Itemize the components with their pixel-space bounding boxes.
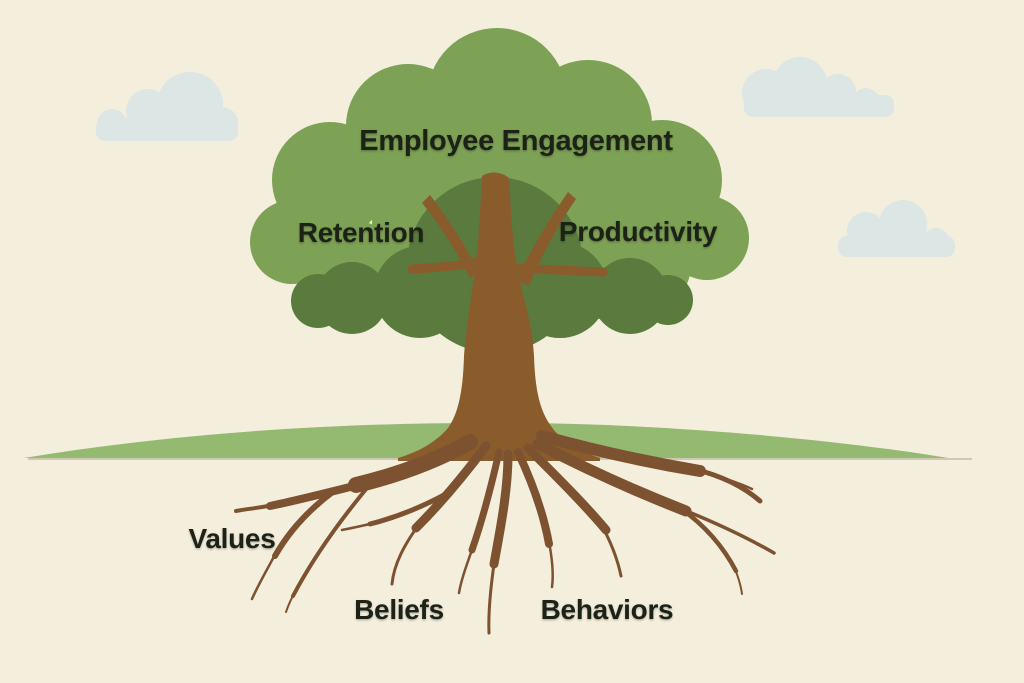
label-behaviors: Behaviors <box>541 594 674 625</box>
cloud-icon-top-right <box>742 57 894 117</box>
label-retention: Retention <box>298 217 424 248</box>
cloud-base <box>744 95 894 117</box>
cloud-icon-left <box>96 72 238 141</box>
branch-upper-right <box>516 192 576 286</box>
branch-upper-left <box>422 195 478 278</box>
root-inner-left <box>468 448 503 554</box>
root-inner-left-tip <box>457 542 476 595</box>
root-left-deep <box>291 480 374 598</box>
root-left-deep-tip <box>285 589 297 613</box>
label-values: Values <box>189 523 276 554</box>
root-left-drop <box>272 488 337 559</box>
root-mid-left-side <box>367 491 449 527</box>
root-mid-right-tip <box>599 522 623 578</box>
root-mid-left-side-tip <box>340 521 376 532</box>
root-right-shallow-prong <box>698 469 754 491</box>
root-left-main-mid <box>266 480 366 510</box>
root-right-drop-tip <box>732 563 743 595</box>
root-center-tip <box>487 555 497 635</box>
cloud-base <box>838 236 955 257</box>
label-beliefs: Beliefs <box>354 594 444 625</box>
branch-twig-right <box>515 263 608 277</box>
cloud-base <box>96 118 238 141</box>
canopy-shadow-lobe <box>291 274 345 328</box>
root-right-main <box>532 438 692 517</box>
tree-trunk <box>398 172 608 461</box>
branch-twig-left <box>407 257 485 274</box>
root-mid-right <box>523 443 611 535</box>
cloud-icon-mid-right <box>838 200 955 257</box>
root-mid-left <box>411 441 491 533</box>
root-mid-left-tip <box>390 521 422 586</box>
root-right-shallow <box>536 430 706 477</box>
diagram-labels: Employee Engagement Retention Productivi… <box>189 125 719 625</box>
root-left-main <box>348 434 478 493</box>
root-right-fork <box>682 508 776 555</box>
root-inner-right <box>514 448 553 548</box>
label-employee-engagement: Employee Engagement <box>359 125 673 157</box>
root-left-drop-tip <box>250 549 279 601</box>
root-inner-right-tip <box>546 535 555 589</box>
canopy-shadow-lobe <box>374 246 466 338</box>
label-productivity: Productivity <box>559 216 718 247</box>
root-center <box>489 449 513 569</box>
tree-roots <box>234 430 776 635</box>
trunk <box>398 172 600 461</box>
canopy-shadow-lobe <box>643 275 693 325</box>
root-left-main-tip <box>234 503 276 513</box>
